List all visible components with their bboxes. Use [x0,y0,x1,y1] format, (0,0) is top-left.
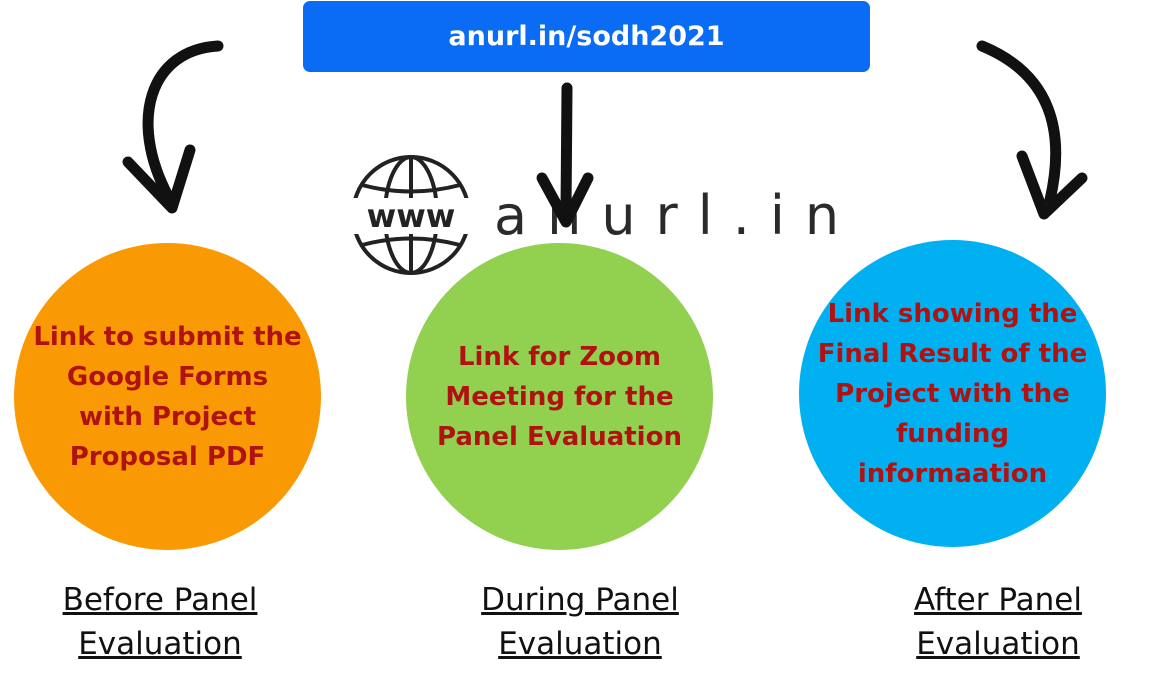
stage-label-before: Before Panel Evaluation [62,582,258,662]
arrow-right-head [1016,150,1088,220]
url-banner[interactable]: anurl.in/sodh2021 [303,1,870,72]
arrow-left-head [122,144,196,214]
step-circle-before[interactable]: Link to submit the Google Forms with Pro… [14,243,321,550]
stage-label-after: After Panel Evaluation [914,582,1082,662]
step-text-after: Link showing the Final Result of the Pro… [817,298,1088,489]
globe-icon: www [350,155,472,275]
arrow-right [976,40,1062,206]
arrow-left [142,40,224,202]
step-text-during: Link for Zoom Meeting for the Panel Eval… [437,341,682,452]
step-circle-after[interactable]: Link showing the Final Result of the Pro… [799,240,1106,547]
step-circle-during[interactable]: Link for Zoom Meeting for the Panel Eval… [406,243,713,550]
globe-text: www [367,197,456,235]
logo-word: anurl.in [494,184,860,247]
url-text[interactable]: anurl.in/sodh2021 [448,21,725,52]
stage-label-during: During Panel Evaluation [481,582,679,662]
step-text-before: Link to submit the Google Forms with Pro… [33,321,302,472]
